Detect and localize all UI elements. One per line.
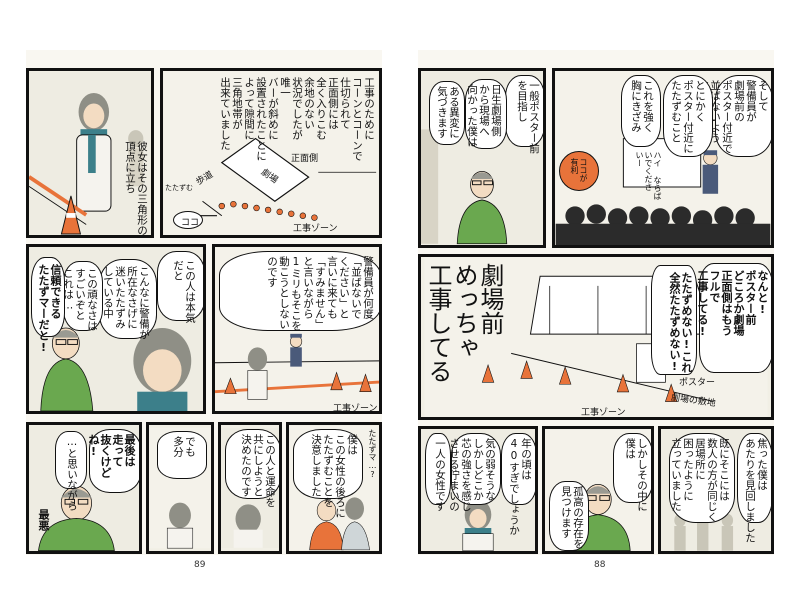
bubble-p5-2: …と思いながら — [55, 431, 87, 511]
bubble-p3-2: こんなに警備が 所在なさげに 迷いたたずみ している中 — [99, 259, 157, 340]
bubble-r1-3: ある異変に 気づきます — [429, 81, 465, 145]
koko-label: ココ — [181, 218, 200, 228]
panel-fate: この人と運命を 共にしようと 決めたのです — [218, 422, 282, 554]
bubble-r4-1: 焦った僕は あたりを見回しました — [737, 433, 771, 543]
text-saiaku: 最悪 — [37, 509, 50, 531]
bubble-r3-2: たたずめない!これ 全然たたずめない! — [651, 265, 697, 375]
panel-look-around: 焦った僕は あたりを見回しました 既にそこには 数人の方が同じく 居場所に 困っ… — [658, 426, 774, 554]
bubble-p7: この人と運命を 共にしようと 決めたのです — [225, 429, 279, 508]
sfx-p8: たたずマ…? — [368, 429, 377, 479]
bubble-p4: 警備員が何度 「並ばないで ください」と 言いに来ても 「すみません」 と言いな… — [219, 251, 379, 331]
map-illustration — [163, 71, 379, 235]
bubble-r1-2: 日生劇場側 から現場へ 向かった僕は — [465, 79, 507, 149]
bubble-r2-2: とにかく ポスター付近に たたずむこと — [663, 75, 713, 157]
narration-p1: 彼女はその三角形の 頂点に立ち — [124, 141, 148, 236]
panel-crowd: そして 警備員が 劇場前の ポスター付近で 並ばないよう 注意している ことから… — [552, 68, 774, 248]
bubble-r6-2: 気の弱そうな しかしどこか 芯の強さを感じ させる佇まいの — [448, 433, 501, 512]
panel-trust: この人は本気 だと こんなに警備が 所在なさげに 迷いたたずみ している中 この… — [26, 244, 206, 414]
panel-resolve: 最後は 走って 抜くけど ね! …と思いながら 最悪 — [26, 422, 142, 554]
panel-guard: 警備員が何度 「並ばないで ください」と 言いに来ても 「すみません」 と言いな… — [212, 244, 382, 414]
page-88: 一般ポスター前 を目指し 日生劇場側 から現場へ 向かった僕は ある異変に 気づ… — [418, 50, 774, 570]
woman-standing-illustration — [29, 71, 151, 235]
label-poster: ポスター — [679, 378, 716, 388]
bubble-r4-2: 既にそこには 数人の方が同じく 居場所に 困ったように 立っていました — [669, 433, 735, 523]
bubble-r6-3: 一人の女性です — [425, 433, 451, 512]
panel-woman-intro: 年の頃は 40すぎでしょうか 気の弱そうな しかしどこか 芯の強さを感じ させる… — [418, 426, 538, 554]
panel-decide: たたずマ…? 僕は この女性の後ろに たたずむことを 決意しました — [286, 422, 382, 554]
page-number-88: 88 — [594, 560, 606, 570]
label-zone-p4: 工事ゾーン — [333, 404, 378, 414]
bubble-p6: でも 多分 — [157, 431, 207, 479]
bubble-p3-3: この頑なさは すごいぞと これは… — [62, 261, 103, 331]
panel-map: 工事のために コーンとコーンで 仕切られて 正面側には 全く入りこむ 余地のない… — [160, 68, 382, 238]
panel-heading: 一般ポスター前 を目指し 日生劇場側 から現場へ 向かった僕は ある異変に 気づ… — [418, 68, 546, 248]
bubble-p5-1: 最後は 走って 抜くけど ね! — [87, 429, 139, 493]
panel-find: しかしその中に 僕は 孤高の存在を 見つけます — [542, 426, 654, 554]
bubble-p8: 僕は この女性の後ろに たたずむことを 決意しました — [293, 429, 363, 518]
page-89: 彼女はその三角形の 頂点に立ち 工事のために コーンとコーンで 仕切られて 正面… — [26, 50, 382, 570]
narration-p2: 工事のために コーンとコーンで 仕切られて 正面側には 全く入りこむ 余地のない… — [219, 77, 375, 161]
bubble-r5-1: しかしその中に 僕は — [613, 433, 651, 512]
bubble-r2-1: そして 警備員が 劇場前の ポスター付近で 並ばないよう 注意している ことから — [685, 75, 771, 157]
panel-woman-standing: 彼女はその三角形の 頂点に立ち — [26, 68, 154, 238]
bubble-r3-1: なんと! ポスター前 どころか劇場 正面側はもう フルで 工事してる! — [696, 263, 771, 373]
koko-marker: ココ — [173, 211, 203, 229]
bubble-r6-1: 年の頃は 40すぎでしょうか — [501, 433, 535, 536]
bubble-r2-3: これを強く 胸にきざみ — [621, 75, 661, 147]
page-number-89: 89 — [194, 560, 206, 570]
bubble-r5-2: 孤高の存在を 見つけます — [549, 481, 589, 551]
label-tatazumu: たたずむ — [165, 184, 193, 192]
bubble-p3-1: この人は本気 だと — [157, 251, 203, 323]
label-zone-r3: 工事ゾーン — [581, 408, 626, 418]
label-front: 正面側 — [291, 154, 319, 164]
bubble-r1-1: 一般ポスター前 を目指し — [505, 75, 543, 154]
badge-koko: ココが 有利 — [559, 151, 599, 191]
bubble-p3-4: 信頼できる たたずマーだと! — [31, 257, 65, 354]
panel-construction: なんと! ポスター前 どころか劇場 正面側はもう フルで 工事してる! たたずめ… — [418, 254, 774, 420]
panel-maybe: でも 多分 — [146, 422, 214, 554]
label-zone: 工事ゾーン — [293, 224, 338, 234]
sfx-construction: 劇場前 めっちゃ 工事してる — [424, 263, 504, 383]
banner-text: ハイ ならば いでくださ いー — [635, 151, 662, 200]
